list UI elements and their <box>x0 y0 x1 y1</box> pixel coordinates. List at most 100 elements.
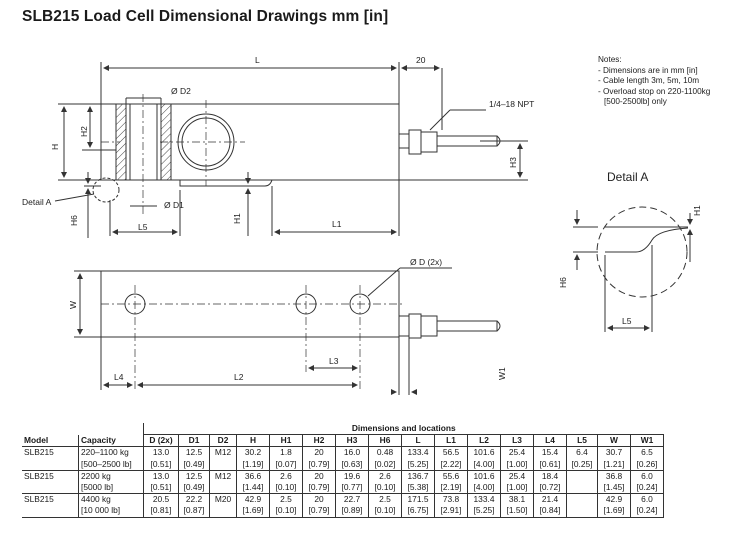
value-cell: 6.0 <box>630 470 664 483</box>
value-cell <box>209 482 237 495</box>
value-cell: 18.4 <box>533 470 567 483</box>
col-header: H2 <box>302 434 336 448</box>
notes: Notes: - Dimensions are in mm [in] - Cab… <box>598 55 710 108</box>
col-header: Capacity <box>78 434 144 448</box>
col-header: L1 <box>434 434 468 448</box>
value-cell: M12 <box>209 470 237 483</box>
detail-a-title: Detail A <box>607 170 649 184</box>
value-cell: [0.79] <box>302 482 336 495</box>
value-cell: 20.5 <box>143 493 179 506</box>
label-W1: W1 <box>497 367 507 380</box>
model-cell <box>22 482 79 495</box>
col-header: D1 <box>178 434 210 448</box>
value-cell: [1.44] <box>236 482 270 495</box>
col-header: Model <box>22 434 79 448</box>
value-cell: 0.48 <box>368 446 402 459</box>
value-cell: [2.19] <box>434 482 468 495</box>
value-cell: 30.2 <box>236 446 270 459</box>
label-detail-L5: L5 <box>622 316 632 326</box>
value-cell: [0.87] <box>178 505 210 518</box>
capacity-cell: 2200 kg <box>78 470 144 483</box>
value-cell: M20 <box>209 493 237 506</box>
col-header: W1 <box>630 434 664 448</box>
col-header: L5 <box>566 434 598 448</box>
value-cell: [0.24] <box>630 505 664 518</box>
value-cell: 73.8 <box>434 493 468 506</box>
value-cell: [0.89] <box>335 505 369 518</box>
value-cell: 42.9 <box>236 493 270 506</box>
label-D2x: Ø D (2x) <box>410 257 442 267</box>
capacity-cell: 220–1100 kg <box>78 446 144 459</box>
value-cell: [1.00] <box>500 458 534 471</box>
label-D2: Ø D2 <box>171 86 191 96</box>
col-header: L2 <box>467 434 501 448</box>
value-cell <box>209 505 237 518</box>
label-L3: L3 <box>329 356 339 366</box>
value-cell: 20 <box>302 493 336 506</box>
value-cell: [0.79] <box>302 505 336 518</box>
value-cell: 22.2 <box>178 493 210 506</box>
value-cell: 36.8 <box>597 470 631 483</box>
value-cell: 16.0 <box>335 446 369 459</box>
value-cell: 13.0 <box>143 446 179 459</box>
col-header: H6 <box>368 434 402 448</box>
page-title: SLB215 Load Cell Dimensional Drawings mm… <box>22 8 389 25</box>
label-npt: 1/4–18 NPT <box>489 99 534 109</box>
value-cell: 13.0 <box>143 470 179 483</box>
value-cell: 20 <box>302 446 336 459</box>
label-L2: L2 <box>234 372 244 382</box>
value-cell: [5.25] <box>401 458 435 471</box>
col-header: W <box>597 434 631 448</box>
value-cell: 15.4 <box>533 446 567 459</box>
label-L5: L5 <box>138 222 148 232</box>
model-cell: SLB215 <box>24 470 54 481</box>
value-cell: [2.22] <box>434 458 468 471</box>
value-cell: [0.10] <box>368 482 402 495</box>
table-group-header: Dimensions and locations <box>143 423 664 436</box>
value-cell: 20 <box>302 470 336 483</box>
value-cell: 12.5 <box>178 470 210 483</box>
value-cell: 2.5 <box>269 493 303 506</box>
value-cell: 133.4 <box>401 446 435 459</box>
side-view-body <box>100 103 501 187</box>
value-cell: [0.07] <box>269 458 303 471</box>
value-cell: 21.4 <box>533 493 567 506</box>
value-cell: 2.6 <box>368 470 402 483</box>
top-view-body <box>100 270 501 339</box>
value-cell: [1.21] <box>597 458 631 471</box>
value-cell: [1.69] <box>597 505 631 518</box>
col-header: H <box>236 434 270 448</box>
label-L: L <box>255 55 260 65</box>
value-cell: [4.00] <box>467 458 501 471</box>
value-cell: [0.77] <box>335 482 369 495</box>
value-cell: 171.5 <box>401 493 435 506</box>
value-cell: [0.25] <box>566 458 598 471</box>
label-H2: H2 <box>79 126 89 137</box>
value-cell: 101.6 <box>467 446 501 459</box>
value-cell: 19.6 <box>335 470 369 483</box>
value-cell: 55.6 <box>434 470 468 483</box>
value-cell: 12.5 <box>178 446 210 459</box>
note-line: - Overload stop on 220-1100kg <box>598 86 711 96</box>
value-cell: [0.61] <box>533 458 567 471</box>
value-cell: 25.4 <box>500 470 534 483</box>
value-cell: [0.49] <box>178 482 210 495</box>
value-cell: 2.6 <box>269 470 303 483</box>
label-detail-a: Detail A <box>22 197 52 207</box>
col-header: D (2x) <box>143 434 179 448</box>
table-row: [500–2500 lb][0.51][0.49][1.19][0.07][0.… <box>22 458 664 471</box>
value-cell: [2.91] <box>434 505 468 518</box>
label-H: H <box>50 144 60 150</box>
value-cell: [0.10] <box>269 482 303 495</box>
value-cell: 6.0 <box>630 493 664 506</box>
col-header: L4 <box>533 434 567 448</box>
value-cell: [1.19] <box>236 458 270 471</box>
value-cell: M12 <box>209 446 237 459</box>
value-cell: [0.26] <box>630 458 664 471</box>
capacity-cell: [5000 lb] <box>78 482 144 495</box>
value-cell: [0.79] <box>302 458 336 471</box>
